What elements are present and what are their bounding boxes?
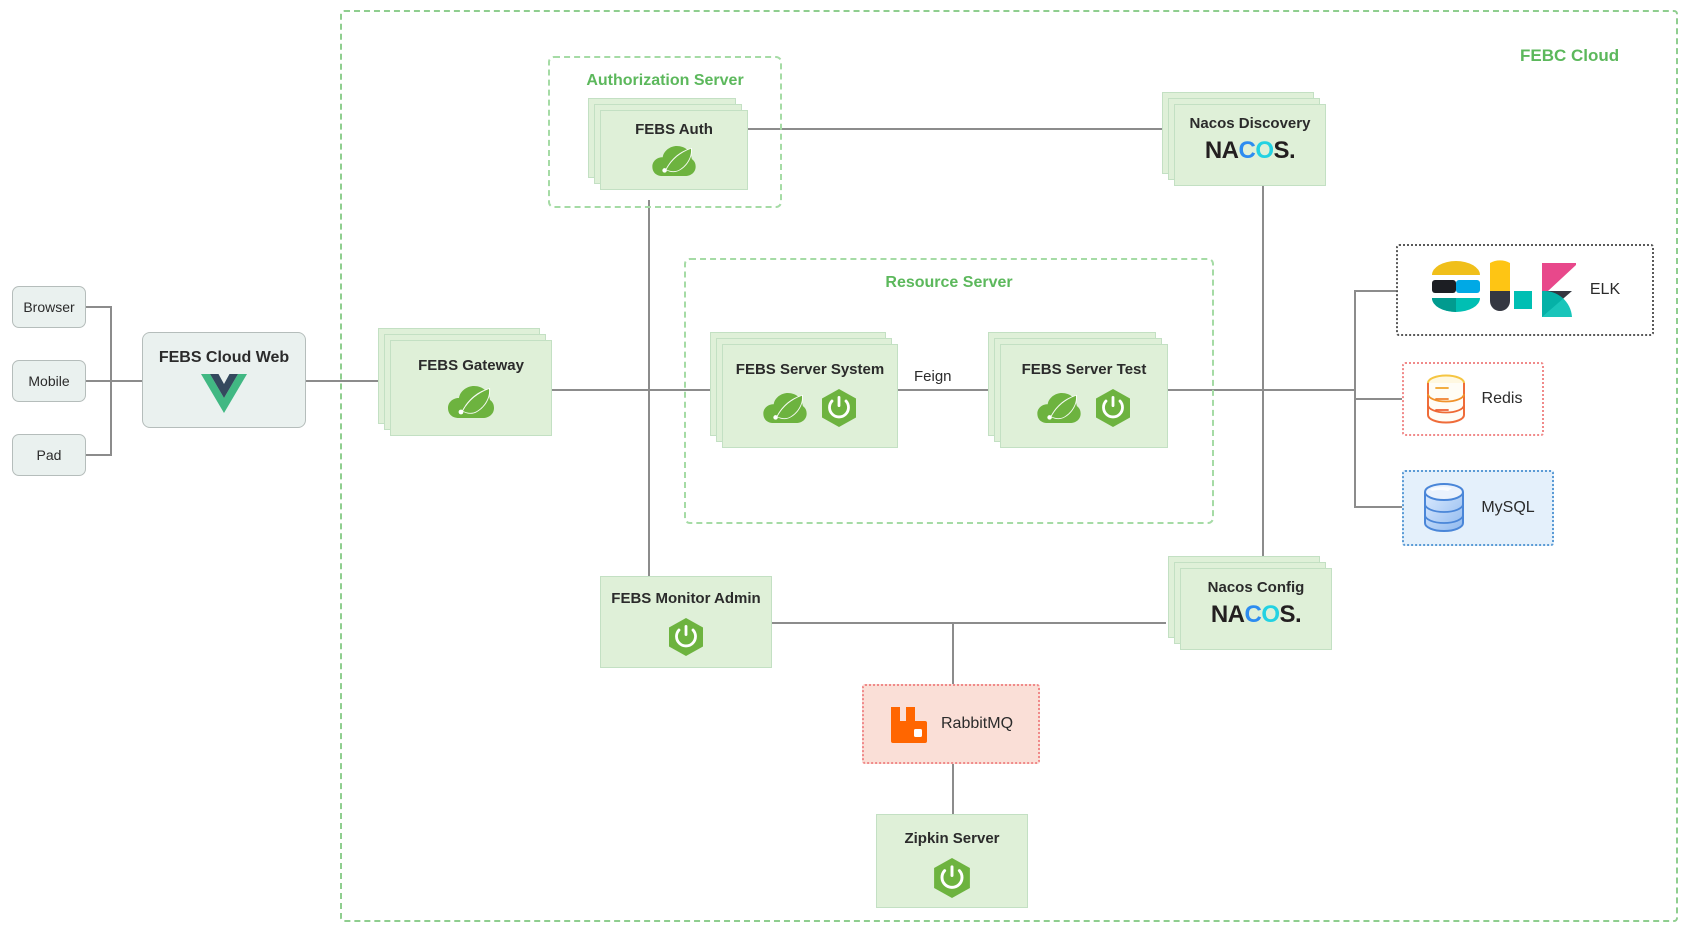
- node-label-febs-server-system: FEBS Server System: [735, 361, 885, 378]
- group-title-authorization-server: Authorization Server: [586, 72, 744, 89]
- nacos-s: S: [1273, 136, 1290, 164]
- node-nacos-config[interactable]: Nacos Config NACOS.: [1168, 556, 1332, 650]
- connector-to-elk: [1354, 290, 1396, 292]
- nacos-dot: .: [1295, 600, 1302, 628]
- spring-cloud-icon: [448, 385, 494, 419]
- node-nacos-discovery[interactable]: Nacos Discovery NACOS.: [1162, 92, 1326, 186]
- node-label-rabbitmq: RabbitMQ: [940, 715, 1014, 732]
- connector-clients-to-web: [110, 380, 142, 382]
- rabbitmq-icon: [889, 705, 927, 743]
- node-label-febs-gateway: FEBS Gateway: [418, 357, 524, 374]
- node-redis[interactable]: Redis: [1402, 362, 1544, 436]
- node-label-nacos-config: Nacos Config: [1207, 579, 1305, 596]
- client-box-browser[interactable]: Browser: [12, 286, 86, 328]
- connector-to-redis: [1354, 398, 1402, 400]
- connector-auth-vertical: [648, 200, 650, 578]
- connector-auth-to-nacos-discovery: [742, 128, 1162, 130]
- connector-mobile: [86, 380, 112, 382]
- node-febs-server-test[interactable]: FEBS Server Test: [988, 332, 1168, 448]
- edge-label-feign: Feign: [908, 368, 958, 385]
- group-authorization-server: Authorization Server: [548, 56, 782, 208]
- elk-logo: [1430, 260, 1580, 319]
- connector-trunk-to-rabbitmq: [952, 622, 954, 684]
- nacos-na: NA: [1204, 136, 1239, 164]
- nacos-logo: NACOS.: [1210, 600, 1302, 629]
- connector-web-to-gateway: [306, 380, 378, 382]
- spring-cloud-icon: [763, 392, 807, 424]
- nacos-c: C: [1238, 136, 1256, 164]
- node-febs-server-system[interactable]: FEBS Server System: [710, 332, 898, 448]
- febc-cloud-title: FEBC Cloud: [1520, 46, 1620, 65]
- node-zipkin-server[interactable]: Zipkin Server: [876, 814, 1028, 908]
- nacos-logo: NACOS.: [1204, 136, 1296, 165]
- connector-feign: [884, 389, 994, 391]
- client-box-mobile[interactable]: Mobile: [12, 360, 86, 402]
- spring-boot-icon: [668, 617, 704, 656]
- nacos-na: NA: [1210, 600, 1245, 628]
- client-label-pad: Pad: [36, 447, 62, 463]
- spring-boot-icon: [821, 388, 857, 427]
- node-elk[interactable]: ELK: [1396, 244, 1654, 336]
- client-label-mobile: Mobile: [28, 373, 70, 389]
- redis-icon: [1424, 374, 1468, 424]
- node-label-febs-server-test: FEBS Server Test: [1021, 361, 1147, 378]
- node-mysql[interactable]: MySQL: [1402, 470, 1554, 546]
- node-label-febs-monitor-admin: FEBS Monitor Admin: [611, 590, 761, 607]
- nacos-o: O: [1261, 600, 1280, 628]
- node-label-redis: Redis: [1481, 390, 1523, 407]
- connector-to-mysql: [1354, 506, 1402, 508]
- nacos-dot: .: [1289, 136, 1296, 164]
- connector-rabbitmq-to-zipkin: [952, 764, 954, 814]
- connector-monitor-to-nacosconfig: [772, 622, 1166, 624]
- node-label-febs-auth: FEBS Auth: [635, 121, 713, 138]
- nacos-s: S: [1279, 600, 1296, 628]
- vue-icon: [201, 373, 247, 413]
- node-rabbitmq[interactable]: RabbitMQ: [862, 684, 1040, 764]
- node-label-elk: ELK: [1589, 281, 1621, 298]
- group-title-resource-server: Resource Server: [885, 274, 1013, 291]
- group-resource-server: Resource Server: [684, 258, 1214, 524]
- client-label-browser: Browser: [23, 299, 75, 315]
- client-box-pad[interactable]: Pad: [12, 434, 86, 476]
- connector-pad: [86, 454, 112, 456]
- node-febs-auth[interactable]: FEBS Auth: [588, 98, 748, 190]
- connector-gateway-to-resource: [552, 389, 714, 391]
- spring-cloud-icon: [1037, 392, 1081, 424]
- node-febs-gateway[interactable]: FEBS Gateway: [378, 328, 552, 436]
- node-febs-monitor-admin[interactable]: FEBS Monitor Admin: [600, 576, 772, 668]
- node-febs-cloud-web[interactable]: FEBS Cloud Web: [142, 332, 306, 428]
- connector-nacos-vertical: [1262, 186, 1264, 568]
- mysql-icon: [1421, 482, 1467, 534]
- node-label-zipkin-server: Zipkin Server: [904, 830, 1000, 847]
- nacos-o: O: [1255, 136, 1274, 164]
- node-label-mysql: MySQL: [1481, 499, 1535, 516]
- node-label-nacos-discovery: Nacos Discovery: [1189, 115, 1311, 132]
- connector-browser: [86, 306, 112, 308]
- spring-boot-icon: [933, 857, 971, 898]
- spring-boot-icon: [1095, 388, 1131, 427]
- febc-cloud-boundary: [340, 10, 1678, 922]
- nacos-c: C: [1244, 600, 1262, 628]
- spring-cloud-icon: [652, 145, 696, 177]
- node-label-febs-cloud-web: FEBS Cloud Web: [158, 349, 290, 366]
- connector-test-to-right-trunk: [1168, 389, 1356, 391]
